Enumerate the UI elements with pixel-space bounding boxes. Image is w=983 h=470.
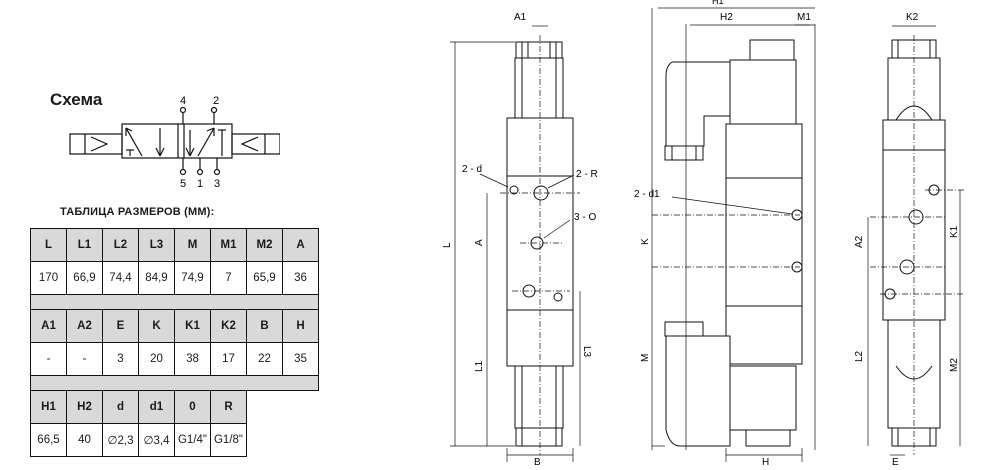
- table-cell: 3: [102, 342, 139, 376]
- dim-label-B: B: [534, 457, 541, 468]
- table-header-cell: E: [102, 309, 139, 343]
- dim-label-H2: H2: [720, 12, 733, 23]
- table-header-cell: K2: [210, 309, 247, 343]
- table-header-cell: M1: [210, 228, 247, 262]
- right-solenoid-box: [231, 133, 280, 155]
- table-header-cell: M: [174, 228, 211, 262]
- table-cell: 40: [66, 423, 103, 457]
- table-row: A1 A2 E K K1 K2 B H: [30, 309, 319, 343]
- dim-label-A: A: [474, 239, 485, 246]
- dim-label-L3: L3: [581, 346, 592, 358]
- table-row: - - 3 20 38 17 22 35: [30, 342, 319, 376]
- front-view: [450, 25, 581, 462]
- table-cell: -: [66, 342, 103, 376]
- dim-label-A2: A2: [854, 235, 865, 248]
- port-3-label: 3: [214, 178, 220, 190]
- side-view: [651, 7, 816, 462]
- callout-2-d1: 2 - d1: [634, 189, 660, 200]
- table-cell: ∅3,4: [138, 423, 175, 457]
- dim-label-L: L: [442, 242, 453, 248]
- callout-2-R: 2 - R: [576, 169, 598, 180]
- table-cell: 36: [282, 261, 319, 295]
- rear-view: [867, 25, 965, 456]
- port-4-label: 4: [180, 95, 186, 107]
- dim-label-M2: M2: [949, 358, 960, 372]
- table-header-cell: d: [102, 390, 139, 424]
- table-cell: 20: [138, 342, 175, 376]
- dimension-table-title: ТАБЛИЦА РАЗМЕРОВ (ММ):: [60, 206, 215, 218]
- schema-title: Схема: [50, 90, 103, 109]
- dim-label-K2: K2: [906, 12, 919, 23]
- table-header-cell: L1: [66, 228, 103, 262]
- dim-label-E: E: [892, 457, 899, 468]
- table-header-cell: L3: [138, 228, 175, 262]
- table-row: 66,5 40 ∅2,3 ∅3,4 G1/4" G1/8": [30, 423, 319, 457]
- dim-label-M: M: [640, 354, 651, 362]
- table-header-cell: R: [210, 390, 247, 424]
- table-row: H1 H2 d d1 0 R: [30, 390, 319, 457]
- table-cell: 17: [210, 342, 247, 376]
- table-header-cell: M2: [246, 228, 283, 262]
- table-header-cell: L: [30, 228, 67, 262]
- dim-label-M1: M1: [797, 12, 811, 23]
- table-cell: 170: [30, 261, 67, 295]
- table-header-cell: 0: [174, 390, 211, 424]
- table-gap-row: [30, 375, 319, 391]
- port-1-label: 1: [197, 178, 203, 190]
- table-row: L L1 L2 L3 M M1 M2 A: [30, 228, 319, 262]
- table-header-cell: A: [282, 228, 319, 262]
- table-cell: G1/4": [174, 423, 211, 457]
- valve-schema-symbol: 4 2 5 1 3: [69, 95, 280, 190]
- table-header-cell: L2: [102, 228, 139, 262]
- table-header-cell: K1: [174, 309, 211, 343]
- dim-label-L1: L1: [474, 360, 485, 372]
- dim-label-L2: L2: [854, 350, 865, 362]
- callout-2-d: 2 - d: [462, 164, 482, 175]
- dim-label-A1: A1: [514, 12, 527, 23]
- callout-3-O: 3 - O: [574, 212, 596, 223]
- dim-label-K: K: [640, 238, 651, 245]
- dim-label-K1: K1: [949, 225, 960, 238]
- port-5-label: 5: [180, 178, 186, 190]
- table-cell: G1/8": [210, 423, 247, 457]
- table-header-cell: d1: [138, 390, 175, 424]
- table-cell: -: [30, 342, 67, 376]
- port-2-label: 2: [213, 95, 219, 107]
- dimension-table: L L1 L2 L3 M M1 M2 A 170 66,9 74,4 84,9 …: [30, 228, 319, 457]
- table-header-cell: A1: [30, 309, 67, 343]
- table-gap-row: [30, 294, 319, 310]
- dim-label-H1: H1: [712, 0, 724, 6]
- table-cell: 38: [174, 342, 211, 376]
- table-cell: 74,9: [174, 261, 211, 295]
- dim-label-H: H: [762, 457, 769, 468]
